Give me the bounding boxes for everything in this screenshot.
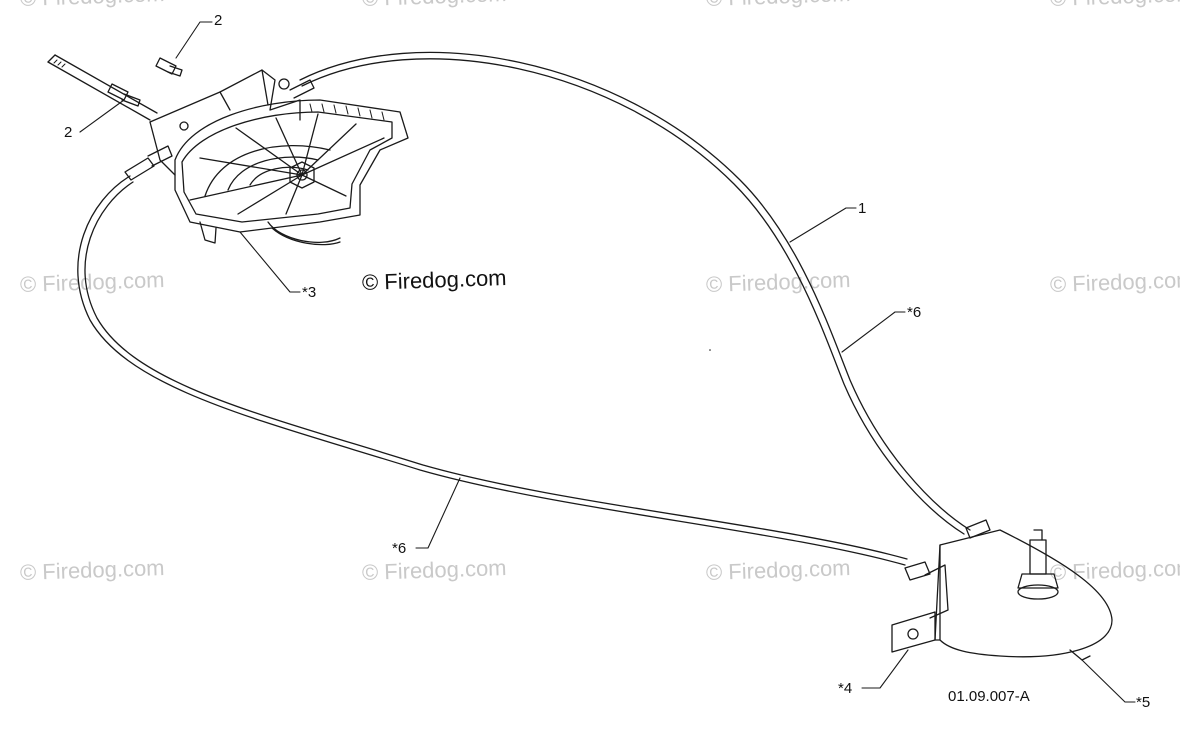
main-watermark: © Firedog.com	[361, 264, 507, 295]
callout-2-left: 2	[64, 124, 73, 141]
callout-3: *3	[302, 284, 317, 301]
callout-2-top: 2	[214, 12, 223, 29]
callout-5: *5	[1136, 694, 1151, 711]
leader-lines	[79, 21, 1136, 703]
callout-1: 1	[858, 200, 867, 217]
stray-dot	[709, 349, 711, 351]
shaft	[47, 54, 158, 121]
callout-6-left: *6	[392, 540, 407, 557]
cable-end-upper	[124, 79, 315, 181]
cable-1	[299, 51, 971, 535]
right-bracket	[891, 519, 1113, 661]
callout-6-right: *6	[907, 304, 922, 321]
diagram-reference-code: 01.09.007-A	[948, 688, 1030, 705]
callout-4: *4	[838, 680, 853, 697]
sector-plate	[174, 99, 409, 246]
bolt-top	[155, 57, 183, 77]
cable-6	[77, 175, 908, 566]
